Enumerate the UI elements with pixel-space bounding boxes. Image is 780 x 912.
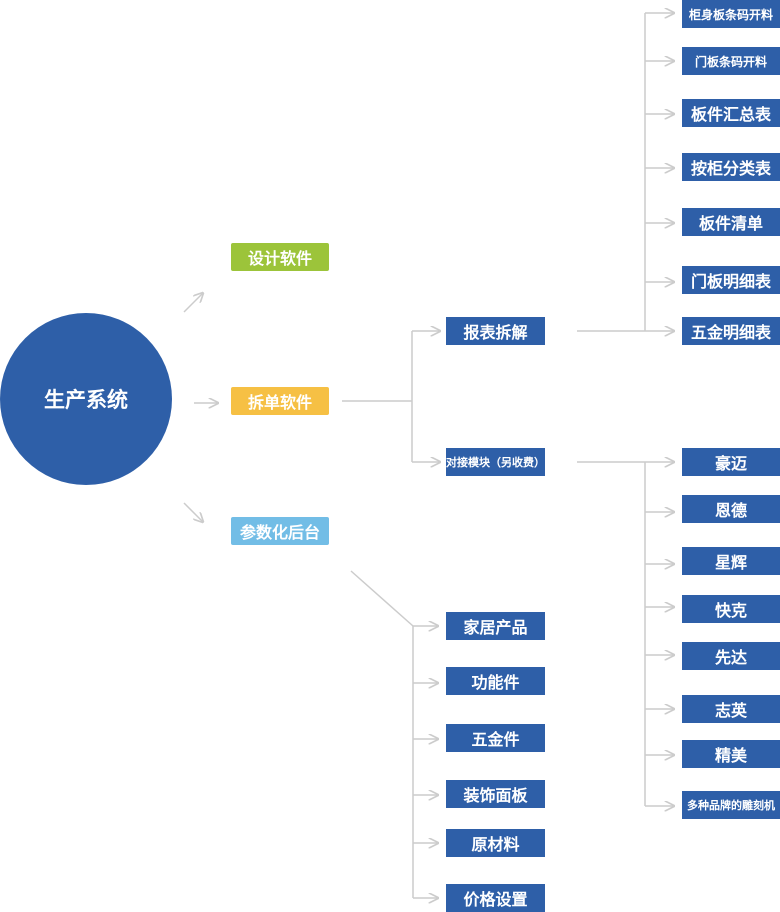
report-item: 门板条码开料 xyxy=(682,47,780,75)
report-item: 板件清单 xyxy=(682,208,780,236)
param-item: 五金件 xyxy=(446,724,545,752)
module-docking: 对接模块（另收费） xyxy=(446,448,545,476)
arrow-to-design xyxy=(183,293,203,313)
docking-item: 恩德 xyxy=(682,495,780,523)
docking-item: 豪迈 xyxy=(682,448,780,476)
root-node-production-system: 生产系统 xyxy=(0,313,172,485)
category-parametric-backend: 参数化后台 xyxy=(231,517,329,545)
report-item: 五金明细表 xyxy=(682,317,780,345)
param-connector xyxy=(350,570,414,627)
param-item: 原材料 xyxy=(446,829,545,857)
param-item: 价格设置 xyxy=(446,884,545,912)
docking-item: 精美 xyxy=(682,740,780,768)
report-item: 门板明细表 xyxy=(682,266,780,294)
category-design-software: 设计软件 xyxy=(231,243,329,271)
module-report-split: 报表拆解 xyxy=(446,317,545,345)
report-item: 板件汇总表 xyxy=(682,99,780,127)
docking-item: 快克 xyxy=(682,595,780,623)
docking-item: 志英 xyxy=(682,695,780,723)
docking-item: 先达 xyxy=(682,642,780,670)
param-item: 功能件 xyxy=(446,667,545,695)
report-item: 柜身板条码开料 xyxy=(682,0,780,28)
docking-item: 多种品牌的雕刻机 xyxy=(682,791,780,819)
docking-item: 星辉 xyxy=(682,547,780,575)
arrow-to-param xyxy=(183,502,203,522)
param-item: 装饰面板 xyxy=(446,780,545,808)
category-split-software: 拆单软件 xyxy=(231,387,329,415)
param-item: 家居产品 xyxy=(446,612,545,640)
report-item: 按柜分类表 xyxy=(682,153,780,181)
